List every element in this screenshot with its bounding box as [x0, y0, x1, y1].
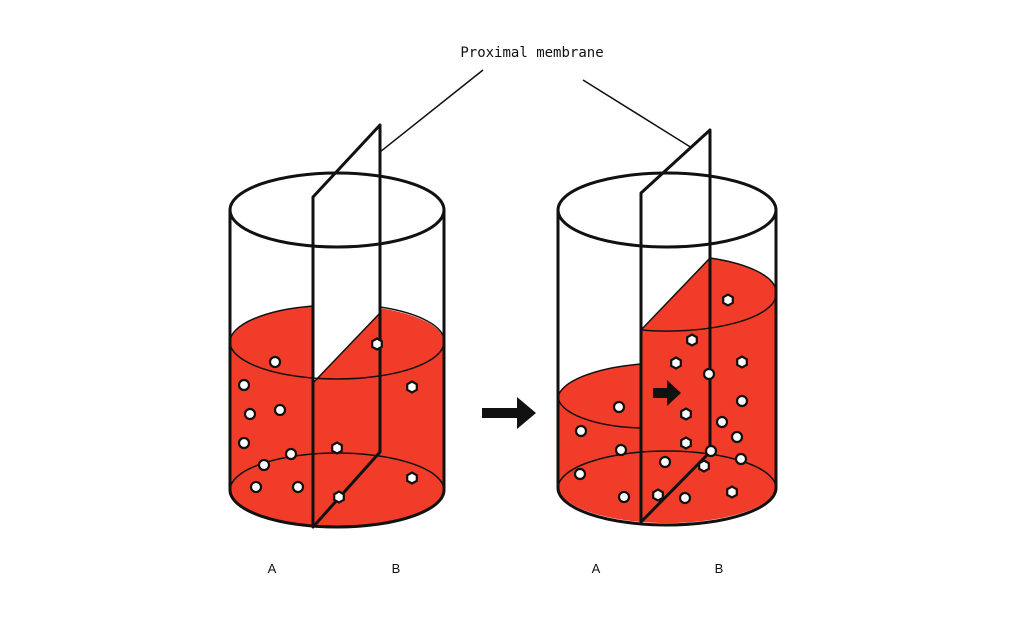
particle-hexagon [680, 436, 692, 450]
membrane-title: Proximal membrane [460, 45, 603, 61]
particle-circle [715, 415, 729, 429]
label-a-before: A [268, 561, 277, 576]
bottom-back [557, 450, 777, 489]
particle-hexagon [736, 355, 748, 369]
particle-circle [734, 452, 748, 466]
solute-particles-before [237, 337, 418, 504]
particle-hexagon [726, 485, 738, 499]
particle-hexagon [406, 380, 418, 394]
particle-hexagon [670, 356, 682, 370]
particle-hexagon [722, 293, 734, 307]
membrane-waterline [312, 312, 381, 384]
particle-circle [257, 458, 271, 472]
label-a-after: A [592, 561, 601, 576]
particle-circle [612, 400, 626, 414]
particle-circle [249, 480, 263, 494]
particle-circle [243, 407, 257, 421]
beaker-base [556, 487, 778, 527]
surface-front [229, 341, 445, 380]
beaker-before [228, 123, 446, 529]
particle-hexagon [331, 441, 343, 455]
particle-circle [291, 480, 305, 494]
particle-circle [678, 491, 692, 505]
particle-circle [735, 394, 749, 408]
surface-a-back [557, 363, 642, 398]
particle-circle [730, 430, 744, 444]
particle-circle [614, 443, 628, 457]
label-b-after: B [715, 561, 724, 576]
particle-hexagon [680, 407, 692, 421]
particle-circle [237, 378, 251, 392]
particle-circle [268, 355, 282, 369]
particle-circle [658, 455, 672, 469]
surface-b-front [640, 291, 777, 332]
particle-circle [617, 490, 631, 504]
particle-circle [574, 424, 588, 438]
surface-back-a [229, 305, 314, 343]
particle-hexagon [333, 490, 345, 504]
surface-a-front [557, 396, 642, 429]
label-b-before: B [392, 561, 401, 576]
beaker-base [228, 489, 446, 529]
particle-circle [573, 467, 587, 481]
particle-hexagon [652, 488, 664, 502]
particle-circle [237, 436, 251, 450]
particle-circle [704, 444, 718, 458]
particle-hexagon [698, 459, 710, 473]
particle-hexagon [406, 471, 418, 485]
solute-particles-after [573, 293, 749, 505]
membrane-waterline [640, 257, 711, 331]
particle-circle [702, 367, 716, 381]
pointer-line-right [582, 79, 693, 149]
flow-arrow-icon [653, 380, 681, 406]
proximal-membrane [641, 130, 710, 330]
particle-circle [284, 447, 298, 461]
pointer-line-left [379, 69, 484, 153]
particle-hexagon [686, 333, 698, 347]
particle-hexagon [371, 337, 383, 351]
beaker-after [556, 128, 778, 527]
particle-circle [273, 403, 287, 417]
right-arrow-icon [482, 397, 536, 429]
